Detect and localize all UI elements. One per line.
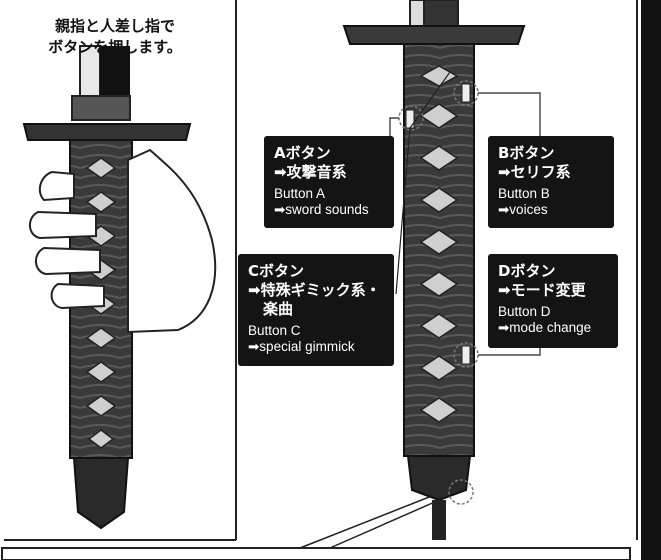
button-d-jp: Dボタン ➡モード変更	[498, 262, 586, 299]
button-a-label: Aボタン ➡攻撃音系 Button A ➡sword sounds	[264, 136, 394, 228]
button-b-label: Bボタン ➡セリフ系 Button B ➡voices	[488, 136, 614, 228]
right-hilt-illustration	[342, 0, 526, 540]
button-a-jp: Aボタン ➡攻撃音系	[274, 144, 347, 181]
button-c-en: Button C ➡special gimmick	[248, 323, 355, 354]
button-b-jp: Bボタン ➡セリフ系	[498, 144, 571, 181]
button-d-en: Button D ➡mode change	[498, 304, 592, 335]
left-hilt-illustration	[22, 45, 217, 530]
button-d-label: Dボタン ➡モード変更 Button D ➡mode change	[488, 254, 618, 348]
instruction-caption: 親指と人差し指で ボタンを押します。	[48, 17, 182, 56]
button-c-jp: Cボタン ➡特殊ギミック系・ 楽曲	[248, 262, 381, 318]
button-b-en: Button B ➡voices	[498, 186, 550, 217]
button-c-label: Cボタン ➡特殊ギミック系・ 楽曲 Button C ➡special gimm…	[238, 254, 394, 366]
button-a-en: Button A ➡sword sounds	[274, 186, 369, 217]
